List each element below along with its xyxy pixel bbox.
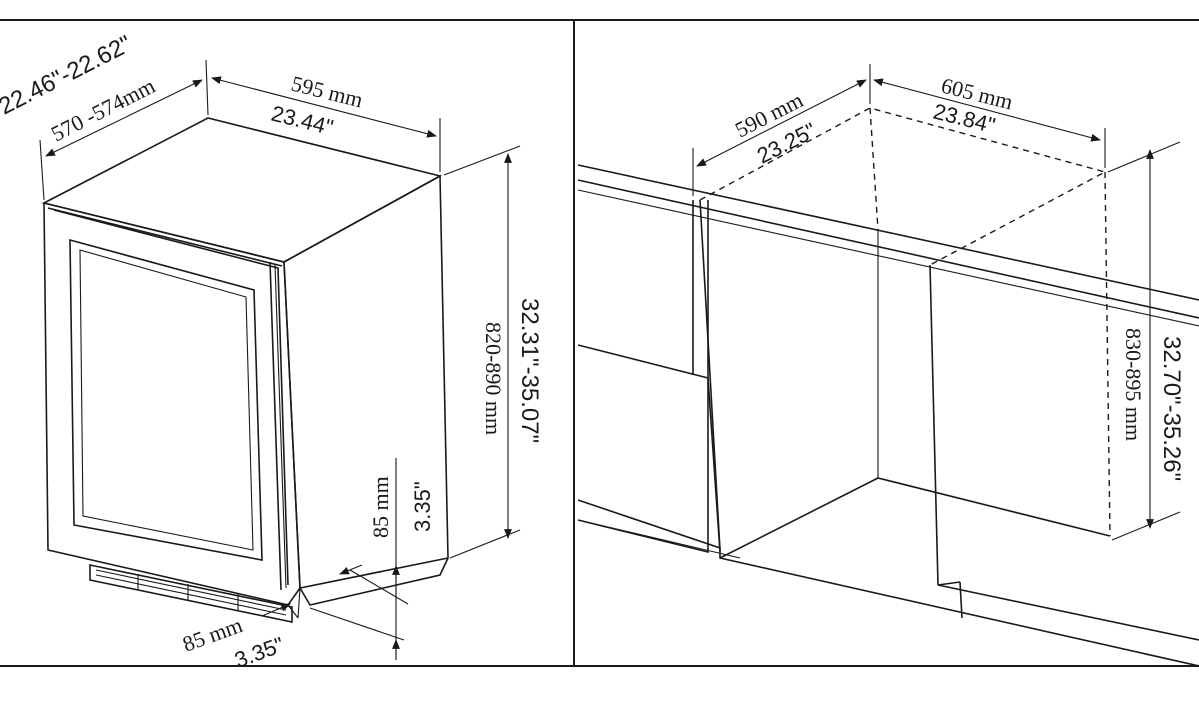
cabinet-cutout-drawing (577, 107, 1199, 667)
right-dimension-lines (692, 64, 1181, 541)
height-in-label: 32.31"-35.07" (516, 298, 543, 443)
cutout-height-mm-label: 830-895 mm (1121, 328, 1146, 441)
right-dimension-labels: 590 mm 23.25" 605 mm 23.84" 830-895 mm 3… (731, 73, 1185, 482)
appliance-drawing (41, 117, 449, 623)
cutout-height-in-label: 32.70"-35.26" (1158, 336, 1185, 481)
kick-height-in-label: 3.35" (410, 481, 435, 532)
panel-frames (0, 19, 1199, 667)
kick-height-mm-label: 85 mm (368, 476, 393, 538)
vent-grille (89, 564, 293, 623)
width-in-label: 23.44" (269, 101, 336, 140)
left-dimension-lines (39, 59, 521, 660)
height-mm-label: 820-890 mm (481, 322, 506, 435)
